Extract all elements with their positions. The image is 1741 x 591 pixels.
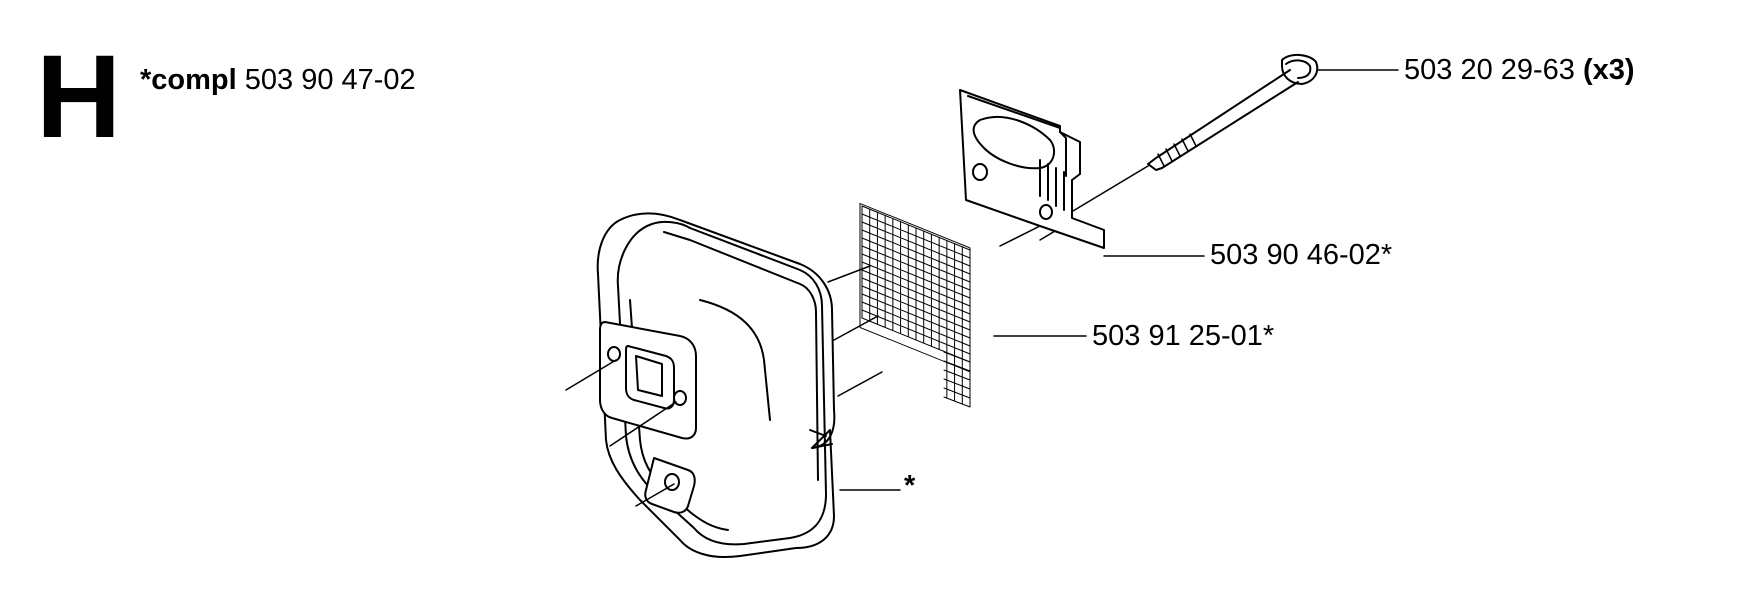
kit-part-number: 503 90 47-02 — [244, 64, 416, 96]
screen-mesh-line — [861, 269, 971, 315]
screen-mesh-line — [943, 387, 971, 399]
muffler-body — [565, 212, 883, 558]
bolt-thread — [1157, 133, 1197, 167]
screen-mesh-line — [861, 261, 971, 307]
callout-muffler-part: * — [904, 470, 916, 502]
screen-mesh-line — [861, 229, 971, 275]
screen-mesh-line — [861, 285, 971, 331]
screen-mesh-line — [943, 351, 971, 363]
screen-mesh-line — [861, 277, 971, 323]
screen-mesh-line — [943, 378, 971, 390]
kit-label: *compl 503 90 47-02 — [140, 64, 416, 97]
screen-mesh-line — [943, 360, 971, 372]
screen-mesh-line — [861, 221, 971, 267]
screen-mesh-line — [861, 205, 971, 251]
screen-mesh-line — [861, 309, 971, 355]
callout-plate: 503 90 46-02* — [1210, 239, 1392, 272]
section-letter: H — [36, 31, 122, 163]
callout-plate-part: 503 90 46-02* — [1210, 239, 1393, 271]
screen-mesh-line — [943, 396, 971, 408]
exhaust-outlet — [599, 321, 697, 440]
callout-screen: 503 91 25-01* — [1092, 320, 1274, 353]
screen-mesh-line — [861, 301, 971, 347]
callout-bolt-part: 503 20 29-63 — [1404, 54, 1575, 86]
screen-mesh-line — [943, 369, 971, 381]
callout-bolt: 503 20 29-63 (x3) — [1404, 54, 1635, 87]
callout-screen-part: 503 91 25-01* — [1092, 320, 1275, 352]
screen-mesh-line — [861, 253, 971, 299]
kit-marker: *compl — [140, 64, 237, 96]
gasket-plate — [959, 89, 1105, 249]
bolt — [1039, 54, 1319, 241]
callout-muffler: * — [904, 470, 915, 503]
screen-mesh-line — [861, 213, 971, 259]
screen-grid — [861, 205, 971, 408]
screen-mesh-line — [861, 293, 971, 339]
fixing-boss — [644, 457, 696, 514]
screen-mesh-line — [861, 237, 971, 283]
spark-arrestor-screen — [859, 202, 971, 373]
screen-mesh-line — [861, 245, 971, 291]
callout-bolt-qty: (x3) — [1583, 54, 1635, 86]
